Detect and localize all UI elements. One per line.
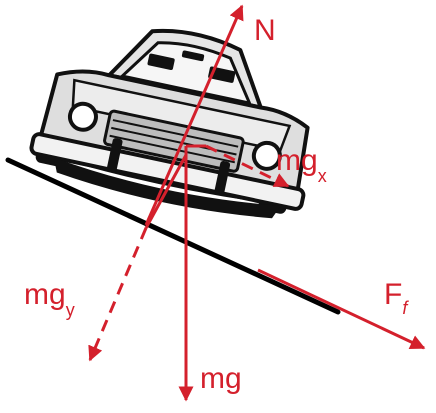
label-friction: Ff <box>384 278 409 318</box>
label-normal: N <box>254 14 276 47</box>
right-headlight <box>251 140 282 171</box>
bumper-guard-left <box>106 138 123 173</box>
mirror <box>181 50 205 62</box>
bumper-guard-right <box>214 160 231 196</box>
wiper-left <box>147 53 175 71</box>
mgy-component-arrow <box>88 227 148 362</box>
force-vectors <box>88 4 426 402</box>
mgy-component-solid <box>144 154 188 229</box>
incline-surface <box>5 157 341 315</box>
normal-force-arrow <box>144 4 244 226</box>
friction-force-arrow <box>257 268 426 350</box>
left-headlight <box>67 101 98 132</box>
label-mgy: mgy <box>24 278 75 320</box>
car <box>29 28 310 219</box>
label-weight: mg <box>200 362 242 395</box>
label-mgx: mgx <box>276 144 327 186</box>
car-underbody <box>53 157 281 219</box>
mgx-component-arrow <box>205 144 290 188</box>
